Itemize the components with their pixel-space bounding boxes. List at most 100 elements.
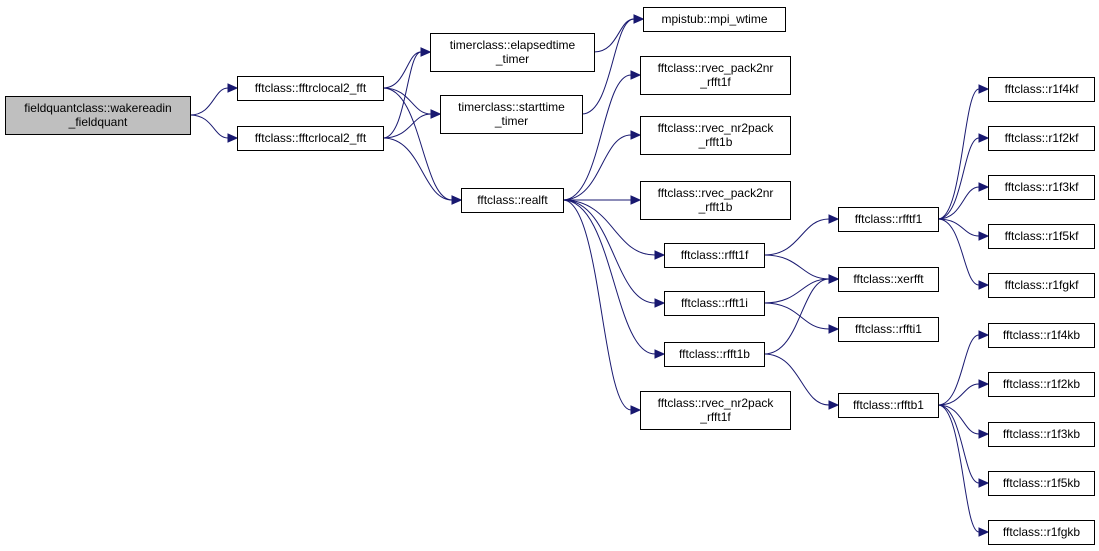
- node-box: [640, 116, 791, 155]
- node-pack2nr_b[interactable]: fftclass::rvec_pack2nr_rfft1b: [640, 181, 791, 220]
- node-elapsedtime[interactable]: timerclass::elapsedtime_timer: [430, 33, 595, 72]
- arrowhead-icon: [630, 195, 642, 205]
- edge-fftcrlocal2-to-starttime: [382, 113, 432, 139]
- node-label: fftclass::rfft1i: [681, 296, 748, 310]
- node-fftcrlocal2[interactable]: fftclass::fftcrlocal2_fft: [237, 126, 384, 151]
- edge-rfftb1-to-r1f4kb: [937, 334, 980, 406]
- arrowhead-icon: [451, 195, 463, 205]
- edge-fftcrlocal2-to-elapsedtime: [382, 51, 422, 139]
- node-box: [640, 181, 791, 220]
- edge-realft-to-rfft1f: [562, 199, 656, 256]
- edge-fftcrlocal2-to-realft: [382, 137, 453, 201]
- node-label: _timer: [494, 114, 528, 128]
- arrowhead-icon: [828, 274, 840, 284]
- node-r1f2kf[interactable]: fftclass::r1f2kf: [988, 126, 1095, 151]
- node-nr2pack_f[interactable]: fftclass::rvec_nr2pack_rfft1f: [640, 391, 791, 430]
- node-r1f5kb[interactable]: fftclass::r1f5kb: [988, 471, 1095, 496]
- arrowhead-icon: [630, 405, 642, 415]
- node-rfft1b[interactable]: fftclass::rfft1b: [664, 342, 765, 367]
- arrowhead-icon: [978, 84, 990, 94]
- arrowhead-icon: [828, 324, 840, 334]
- node-label: fieldquantclass::wakereadin: [24, 101, 171, 115]
- node-r1f4kb[interactable]: fftclass::r1f4kb: [988, 323, 1095, 348]
- node-realft[interactable]: fftclass::realft: [461, 188, 564, 213]
- arrowhead-icon: [654, 298, 666, 308]
- edge-rfft1i-to-rffti1: [763, 302, 830, 330]
- edge-wakereadin-to-fftrclocal2: [189, 87, 229, 116]
- node-label: fftclass::r1f2kb: [1003, 377, 1080, 391]
- node-label: fftclass::rffti1: [855, 322, 922, 336]
- node-rfftf1[interactable]: fftclass::rfftf1: [838, 207, 939, 232]
- edge-rfftf1-to-r1f5kf: [937, 218, 980, 237]
- arrowhead-icon: [978, 280, 990, 290]
- arrowhead-icon: [828, 400, 840, 410]
- node-mpiwtime[interactable]: mpistub::mpi_wtime: [643, 7, 786, 32]
- arrowhead-icon: [633, 14, 645, 24]
- arrowhead-icon: [978, 182, 990, 192]
- node-r1f2kb[interactable]: fftclass::r1f2kb: [988, 372, 1095, 397]
- node-label: fftclass::rvec_pack2nr: [658, 61, 774, 75]
- node-rffti1[interactable]: fftclass::rffti1: [838, 317, 939, 342]
- node-box: [664, 243, 765, 268]
- node-box: [988, 77, 1095, 102]
- node-label: mpistub::mpi_wtime: [661, 12, 767, 26]
- node-label: _timer: [495, 52, 529, 66]
- edge-fftrclocal2-to-elapsedtime: [382, 51, 422, 89]
- node-label: fftclass::rfftb1: [853, 398, 924, 412]
- node-rfft1i[interactable]: fftclass::rfft1i: [664, 291, 765, 316]
- node-box: [988, 175, 1095, 200]
- edge-rfftf1-to-r1f2kf: [937, 137, 980, 220]
- node-label: fftclass::rvec_nr2pack: [658, 396, 775, 410]
- arrowhead-icon: [430, 109, 442, 119]
- node-label: fftclass::realft: [477, 193, 548, 207]
- node-rfftb1[interactable]: fftclass::rfftb1: [838, 393, 939, 418]
- node-rfft1f[interactable]: fftclass::rfft1f: [664, 243, 765, 268]
- node-nr2pack_b[interactable]: fftclass::rvec_nr2pack_rfft1b: [640, 116, 791, 155]
- arrowhead-icon: [978, 478, 990, 488]
- node-box: [440, 95, 583, 134]
- edge-rfftb1-to-r1f3kb: [937, 404, 980, 435]
- edge-rfftb1-to-r1fgkb: [937, 404, 980, 533]
- edge-rfft1f-to-xerfft: [763, 254, 830, 280]
- node-xerfft[interactable]: fftclass::xerfft: [838, 267, 939, 292]
- node-label: fftclass::rfft1f: [681, 248, 749, 262]
- node-box: [988, 126, 1095, 151]
- node-label: fftclass::rfftf1: [855, 212, 923, 226]
- node-pack2nr_f[interactable]: fftclass::rvec_pack2nr_rfft1f: [640, 56, 791, 95]
- arrowhead-icon: [828, 214, 840, 224]
- edge-realft-to-nr2pack_f: [562, 199, 632, 411]
- node-box: [988, 323, 1095, 348]
- node-r1f5kf[interactable]: fftclass::r1f5kf: [988, 224, 1095, 249]
- node-box: [640, 391, 791, 430]
- node-r1f4kf[interactable]: fftclass::r1f4kf: [988, 77, 1095, 102]
- node-box: [988, 520, 1095, 545]
- nodes-layer: fieldquantclass::wakereadin_fieldquantff…: [5, 7, 1095, 545]
- node-box: [5, 96, 191, 135]
- node-r1f3kf[interactable]: fftclass::r1f3kf: [988, 175, 1095, 200]
- edge-realft-to-rfft1b: [562, 199, 656, 355]
- node-r1f3kb[interactable]: fftclass::r1f3kb: [988, 422, 1095, 447]
- node-starttime[interactable]: timerclass::starttime_timer: [440, 95, 583, 134]
- edge-fftrclocal2-to-starttime: [382, 87, 432, 115]
- edge-rfftf1-to-r1f4kf: [937, 88, 980, 220]
- arrowhead-icon: [630, 130, 642, 140]
- arrowhead-icon: [978, 527, 990, 537]
- arrowhead-icon: [978, 429, 990, 439]
- node-label: _fieldquant: [68, 115, 128, 129]
- node-wakereadin[interactable]: fieldquantclass::wakereadin_fieldquant: [5, 96, 191, 135]
- edge-rfftf1-to-r1f3kf: [937, 186, 980, 220]
- arrowhead-icon: [654, 250, 666, 260]
- node-box: [988, 372, 1095, 397]
- node-r1fgkf[interactable]: fftclass::r1fgkf: [988, 273, 1095, 298]
- edge-fftrclocal2-to-realft: [382, 87, 453, 201]
- node-label: _rfft1f: [699, 410, 731, 424]
- node-box: [988, 224, 1095, 249]
- node-box: [664, 291, 765, 316]
- node-label: fftclass::r1f4kf: [1005, 82, 1079, 96]
- node-r1fgkb[interactable]: fftclass::r1fgkb: [988, 520, 1095, 545]
- node-label: fftclass::rvec_pack2nr: [658, 186, 774, 200]
- node-box: [643, 7, 786, 32]
- edge-rfft1b-to-rfftb1: [763, 353, 830, 406]
- node-label: timerclass::elapsedtime: [450, 38, 576, 52]
- node-fftrclocal2[interactable]: fftclass::fftrclocal2_fft: [237, 76, 384, 101]
